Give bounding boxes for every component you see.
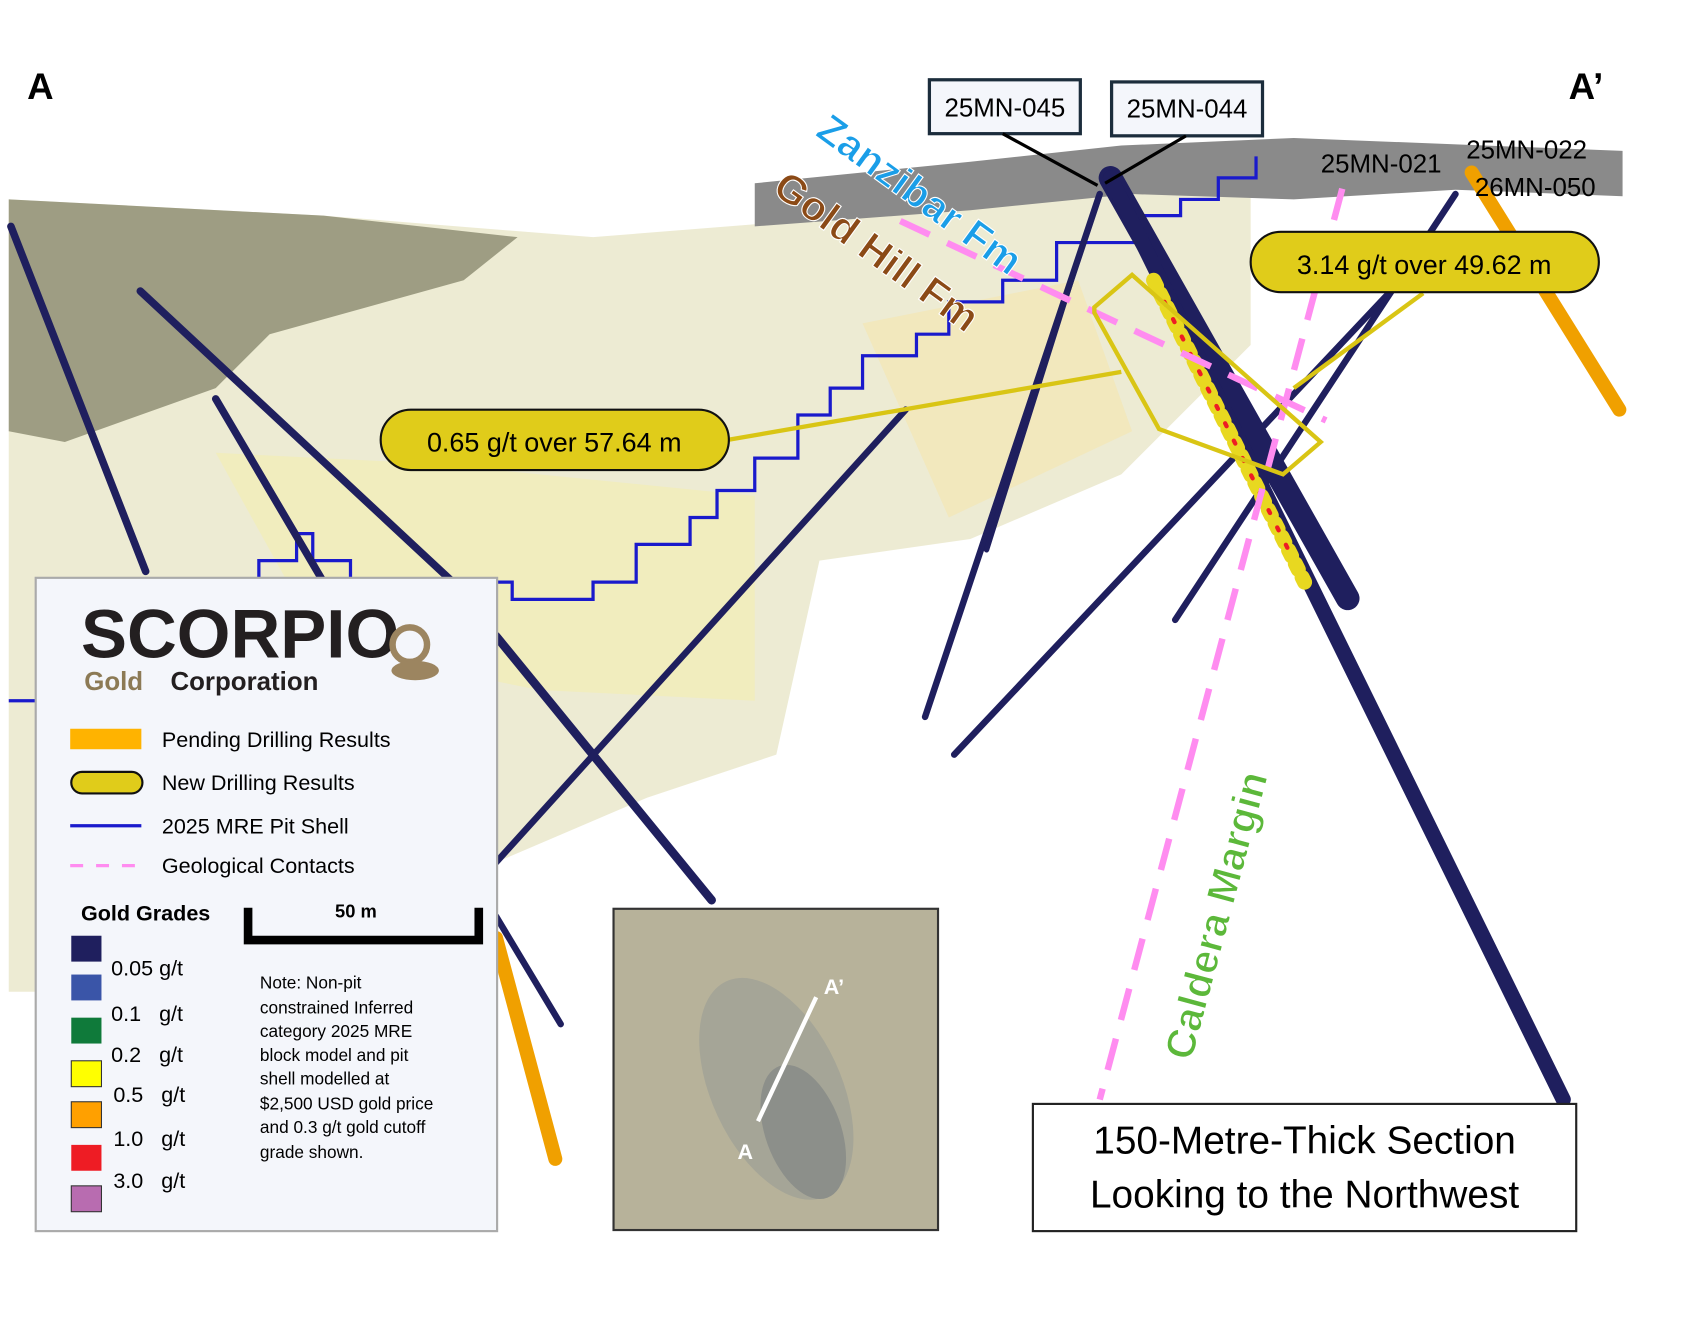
svg-text:1.0 g/t: 1.0 g/t (113, 1126, 185, 1151)
svg-text:0.2 g/t: 0.2 g/t (111, 1042, 183, 1067)
scorpion-icon (389, 624, 439, 681)
svg-text:Note: Non-pit: Note: Non-pit (260, 973, 362, 993)
svg-text:block model and pit: block model and pit (260, 1045, 409, 1065)
section-end-label: A’ (1569, 66, 1604, 107)
svg-text:category 2025 MRE: category 2025 MRE (260, 1021, 412, 1041)
svg-text:2025 MRE Pit Shell: 2025 MRE Pit Shell (162, 813, 349, 838)
overburden (8, 199, 518, 442)
callout-connectors (727, 272, 1425, 477)
grade-swatches (70, 935, 103, 1213)
hole-label-044: 25MN-044 (1109, 80, 1265, 138)
svg-text:Looking to the Northwest: Looking to the Northwest (1090, 1173, 1519, 1216)
svg-text:Corporation: Corporation (170, 668, 318, 696)
svg-text:0.05 g/t: 0.05 g/t (111, 956, 183, 981)
hole-label-050: 26MN-050 (1475, 174, 1596, 202)
scale-bar (243, 907, 484, 945)
callout-left: 0.65 g/t over 57.64 m (379, 408, 730, 472)
hole-label-045: 25MN-045 (927, 78, 1082, 136)
callout-right: 3.14 g/t over 49.62 m (1249, 230, 1600, 294)
svg-text:New Drilling Results: New Drilling Results (162, 770, 355, 795)
surface-layer (754, 137, 1623, 227)
drill-holes (7, 165, 1627, 1166)
svg-text:3.14 g/t over 49.62 m: 3.14 g/t over 49.62 m (1297, 250, 1552, 280)
svg-text:25MN-044: 25MN-044 (1127, 96, 1248, 124)
section-start-label: A (27, 66, 53, 107)
company-logo-text: SCORPIO (81, 596, 399, 673)
svg-text:0.5 g/t: 0.5 g/t (113, 1082, 185, 1107)
legend-note: Note: Non-pit constrained Inferred categ… (260, 973, 433, 1162)
geological-contacts (898, 187, 1346, 1101)
svg-text:0.65 g/t over 57.64 m: 0.65 g/t over 57.64 m (427, 428, 682, 458)
section-title-box: 150-Metre-Thick Section Looking to the N… (1031, 1102, 1578, 1233)
svg-text:25MN-045: 25MN-045 (944, 94, 1065, 122)
legend-panel: SCORPIO Gold Corporation Pending Drillin… (34, 576, 499, 1233)
svg-text:and 0.3 g/t gold cutoff: and 0.3 g/t gold cutoff (260, 1117, 426, 1137)
svg-text:grade shown.: grade shown. (260, 1142, 363, 1162)
svg-text:Gold Grades: Gold Grades (81, 901, 210, 926)
location-inset-map: A A’ (612, 907, 940, 1232)
svg-text:A’: A’ (824, 974, 844, 999)
hole-label-022: 25MN-022 (1466, 136, 1587, 164)
svg-text:150-Metre-Thick Section: 150-Metre-Thick Section (1093, 1119, 1516, 1162)
svg-text:$2,500 USD gold price: $2,500 USD gold price (260, 1093, 433, 1113)
svg-text:Gold: Gold (84, 668, 143, 696)
svg-text:Pending Drilling Results: Pending Drilling Results (162, 727, 391, 752)
svg-text:0.1 g/t: 0.1 g/t (111, 1001, 183, 1026)
svg-text:shell modelled at: shell modelled at (260, 1069, 390, 1089)
svg-text:3.0 g/t: 3.0 g/t (113, 1168, 185, 1193)
svg-text:50 m: 50 m (335, 900, 377, 921)
svg-text:constrained Inferred: constrained Inferred (260, 997, 413, 1017)
svg-text:A: A (738, 1139, 754, 1164)
svg-text:Geological Contacts: Geological Contacts (162, 853, 355, 878)
hole-label-021: 25MN-021 (1321, 150, 1442, 178)
